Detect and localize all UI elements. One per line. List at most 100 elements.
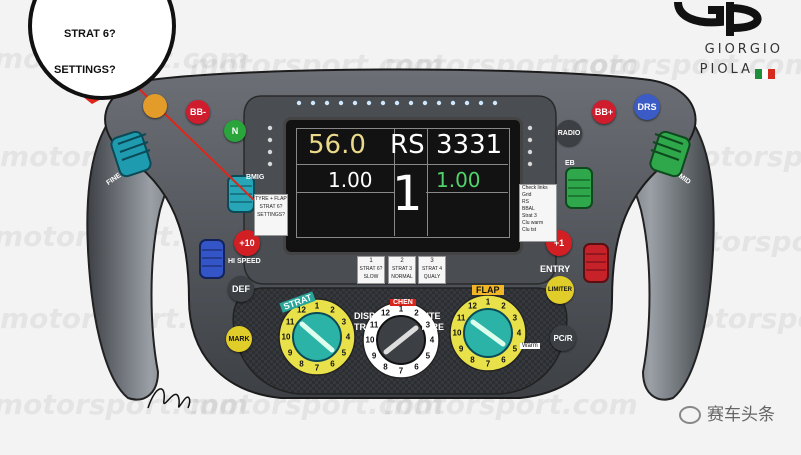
dial-number: 5: [341, 348, 347, 357]
shift-leds: [296, 100, 498, 106]
wechat-icon: [679, 406, 701, 424]
strat-card-3: 3 STRAT 4 QUALY: [418, 256, 446, 284]
right-info-card: Check links Grid RS BBAL Strat 3 Clu war…: [519, 184, 557, 242]
orange-button[interactable]: [143, 94, 167, 118]
bmig-label: BMIG: [246, 174, 265, 181]
dial-number: 12: [381, 308, 390, 318]
strat-card-2: 2 STRAT 3 NORMAL: [388, 256, 416, 284]
dial-number: 10: [452, 328, 462, 338]
bb-plus-button[interactable]: BB+: [592, 100, 616, 124]
hi-speed-label: HI SPEED: [228, 258, 261, 265]
tyre-label: TYRE: [420, 322, 445, 332]
dial-number: 4: [429, 335, 435, 345]
rotary-mid: [649, 130, 691, 178]
drs-button[interactable]: DRS: [634, 94, 660, 120]
dial-number: 11: [285, 317, 295, 326]
dial-mid: [362, 301, 440, 379]
dial-number: 12: [297, 305, 306, 315]
dial-number: 11: [369, 320, 379, 329]
dial-number: 4: [345, 332, 351, 342]
dial-number: 9: [287, 348, 293, 357]
dial-number: 5: [425, 351, 431, 360]
entry-label: ENTRY: [540, 264, 571, 274]
chen-label: CHEN: [390, 299, 416, 306]
dash-display: 56.0 RS 3331 1.00 1.00 1: [283, 117, 523, 255]
strat-card-num: 2: [400, 258, 404, 264]
tro-label: TRO: [354, 322, 373, 332]
left-card-line: STRAT 6?: [259, 204, 283, 210]
disp-label: DISP: [354, 311, 376, 321]
right-card-line: Grid: [522, 192, 532, 198]
dial-number: 7: [398, 366, 404, 376]
right-card-line: Clu tst: [522, 227, 537, 233]
dial-number: 8: [383, 362, 388, 372]
dial-number: 6: [414, 362, 419, 372]
dial-number: 9: [458, 344, 464, 353]
display-top-center: RS: [390, 130, 425, 160]
dial-number: 3: [512, 313, 518, 322]
rotary-fine: [110, 130, 152, 178]
dial-number: 3: [341, 317, 347, 326]
brand-name-line-1: GIORGIO: [704, 42, 783, 57]
dial-number: 12: [468, 301, 477, 311]
dial-number: 5: [512, 344, 518, 353]
rotary-bmig: [227, 175, 255, 213]
dial-number: 2: [501, 301, 506, 311]
dial-number: 6: [501, 355, 506, 365]
warm-label: Warm: [520, 343, 540, 349]
strat-card-num: 1: [369, 258, 373, 264]
dial-number: 1: [485, 297, 491, 307]
bb-minus-button[interactable]: BB-: [186, 100, 210, 124]
display-mid-right: 1.00: [436, 168, 481, 192]
dial-number: 10: [281, 332, 291, 342]
strat-card-title: STRAT 6?: [359, 266, 383, 272]
dial-number: 6: [330, 359, 335, 369]
italian-flag-icon: [755, 66, 775, 79]
callout-line-1: STRAT 6?: [64, 28, 116, 40]
left-card-line: TYRE + FLAP: [255, 196, 287, 202]
dial-number: 2: [414, 308, 419, 318]
right-card-line: BBAL: [522, 206, 535, 212]
right-card-line: RS: [522, 199, 529, 205]
brand-name-line-2: PIOLA: [699, 62, 753, 77]
strat-card-mode: QUALY: [423, 274, 441, 280]
dial-number: 1: [398, 304, 404, 314]
dial-number: 1: [314, 301, 320, 311]
display-top-right: 3331: [436, 130, 503, 160]
bite-label: BITE: [420, 311, 441, 321]
pcr-button[interactable]: PC/R: [550, 325, 576, 351]
neutral-button[interactable]: N: [224, 120, 246, 142]
def-button[interactable]: DEF: [228, 276, 254, 302]
rotary-entry: [583, 243, 609, 283]
strat-card-title: STRAT 4: [421, 266, 443, 272]
eb-label: EB: [565, 160, 575, 167]
right-card-line: Check links: [522, 185, 548, 191]
dial-number: 4: [516, 328, 522, 338]
dial-number: 11: [456, 313, 466, 322]
right-card-line: Strat 3: [522, 213, 537, 219]
callout-line-2: SETTINGS?: [54, 64, 116, 76]
radio-button[interactable]: RADIO: [556, 120, 582, 146]
strat-card-title: STRAT 3: [391, 266, 413, 272]
dial-number: 10: [365, 335, 375, 345]
dial-number: 7: [485, 359, 491, 369]
display-gear: 1: [392, 166, 423, 222]
left-card-line: SETTINGS?: [257, 212, 285, 218]
artist-signature-icon: [147, 388, 191, 409]
strat-card-mode: NORMAL: [391, 274, 413, 280]
dial-strat: [278, 298, 356, 376]
plus-10-button[interactable]: +10: [234, 230, 260, 256]
right-card-line: Clu warm: [522, 220, 544, 226]
display-mid-left: 1.00: [328, 168, 373, 192]
side-leds: [267, 125, 533, 167]
dial-number: 2: [330, 305, 335, 315]
dial-number: 9: [371, 351, 377, 360]
channel-label: 赛车头条: [707, 405, 775, 425]
dial-number: 7: [314, 363, 320, 373]
dial-flap: [449, 294, 527, 372]
limiter-button[interactable]: LIMITER: [546, 276, 574, 304]
dial-number: 3: [425, 320, 431, 329]
flap-label: FLAP: [472, 285, 504, 295]
mark-button[interactable]: MARK: [226, 326, 252, 352]
strat-card-mode: SLOW: [363, 274, 379, 280]
